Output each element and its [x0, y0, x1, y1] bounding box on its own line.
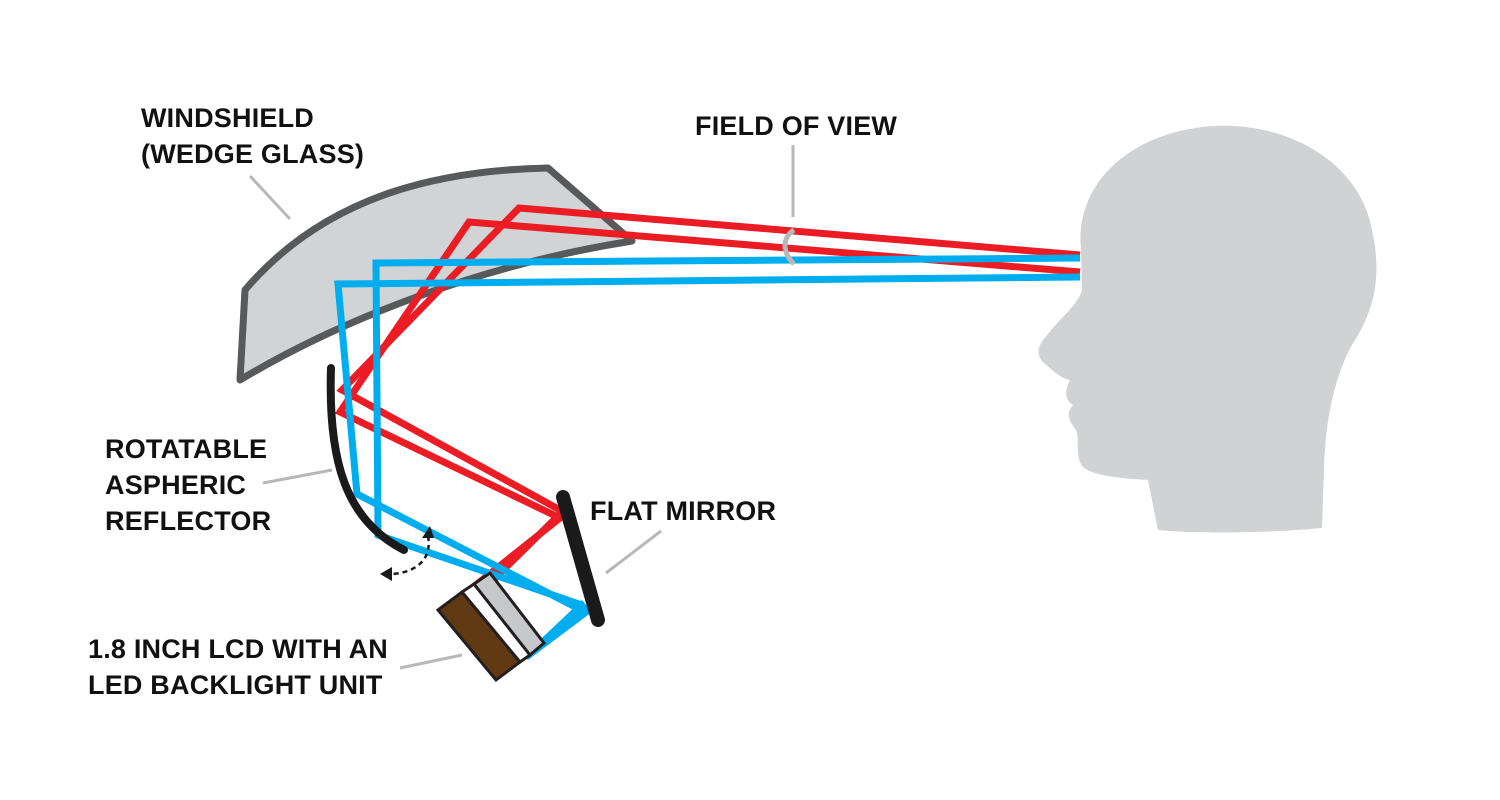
reflector-label: ROTATABLE ASPHERIC REFLECTOR: [105, 434, 275, 536]
rotation-arrowhead-top: [422, 526, 434, 538]
reflector-label-line1: ROTATABLE: [105, 434, 267, 464]
field-of-view-label: FIELD OF VIEW: [695, 111, 897, 141]
reflector-leader-line: [262, 468, 333, 485]
windshield-label-line2: (WEDGE GLASS): [141, 139, 364, 169]
flat-mirror-label: FLAT MIRROR: [590, 496, 776, 526]
blue-ray-lower: [334, 273, 1081, 616]
lcd-label: 1.8 INCH LCD WITH AN LED BACKLIGHT UNIT: [88, 634, 396, 700]
rotation-arrow-icon: [391, 535, 430, 576]
viewer-head: [1038, 125, 1377, 533]
red-ray-upper: [336, 204, 1081, 514]
lcd-label-line2: LED BACKLIGHT UNIT: [88, 670, 383, 700]
lcd-unit: [435, 570, 547, 683]
windshield-label: WINDSHIELD (WEDGE GLASS): [141, 103, 364, 169]
rotation-arrowhead-bottom: [380, 567, 392, 581]
lcd-leader-line: [399, 653, 463, 670]
windshield-label-line1: WINDSHIELD: [141, 103, 314, 133]
reflector-label-line2: ASPHERIC: [105, 470, 246, 500]
lcd-glass-layer: [471, 570, 547, 658]
windshield-leader-line: [248, 174, 292, 221]
blue-ray-upper: [372, 254, 1081, 609]
mirror-leader-line: [605, 529, 662, 575]
flat-mirror: [556, 490, 605, 627]
lcd-label-line1: 1.8 INCH LCD WITH AN: [88, 634, 388, 664]
reflector-label-line3: REFLECTOR: [105, 506, 271, 536]
aspheric-reflector: [326, 364, 408, 554]
field-of-view-arc-icon: [782, 227, 796, 266]
